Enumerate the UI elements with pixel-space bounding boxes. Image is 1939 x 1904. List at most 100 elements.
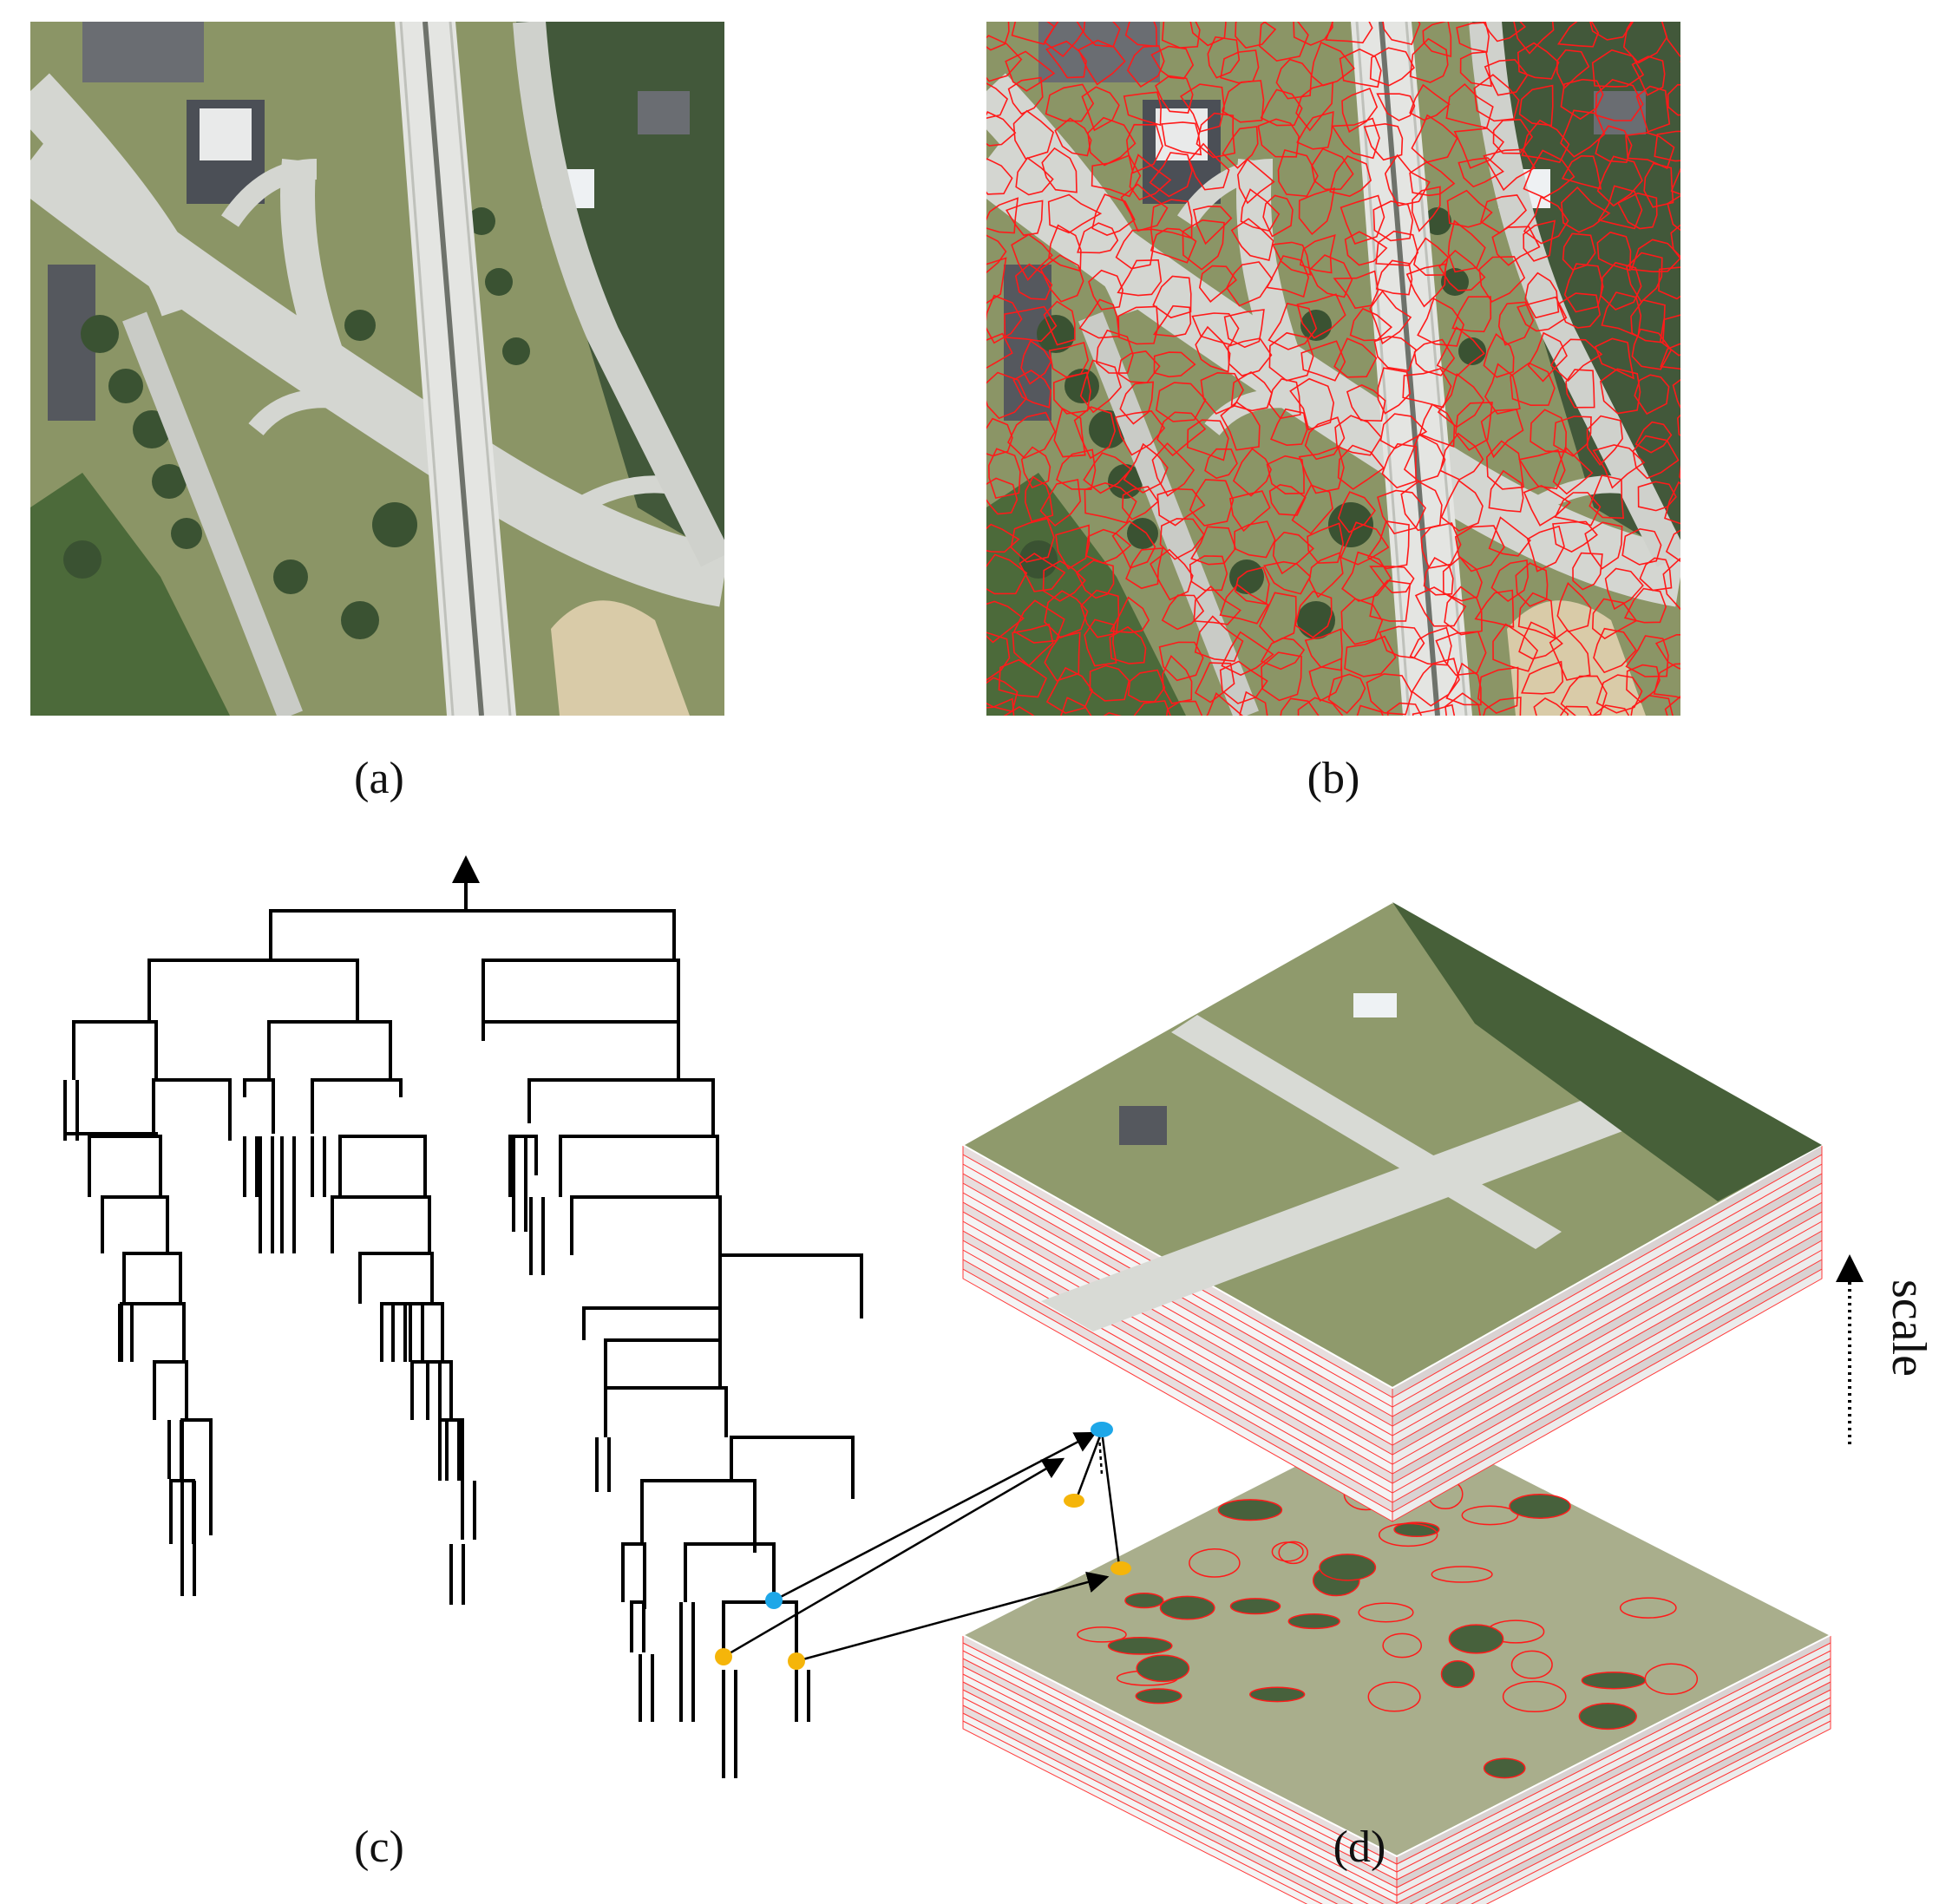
segment-region [1152,275,1192,319]
segment-region [1079,359,1122,414]
segment-region [1193,585,1241,625]
segment-region [1366,520,1410,570]
segment-region [1552,520,1598,553]
segment-region [1149,152,1193,198]
segment-region [1198,265,1237,303]
segment-region [1236,158,1275,205]
tree-bracket [718,1253,863,1318]
tree-bracket [481,1020,680,1080]
segment-region [1518,621,1563,660]
segment-region [1513,22,1555,55]
segment-region [986,677,1019,713]
segment-region [1423,557,1454,596]
segment-region [1179,83,1225,133]
segment-region [1447,219,1486,273]
segment-region [1011,22,1056,45]
segment-region [1114,410,1166,456]
segment-region [1409,626,1452,666]
segment-region [1594,337,1634,380]
segment-region [1459,51,1492,88]
segment-region [986,22,1010,51]
segment-region [1119,381,1155,425]
panel-label-c: (c) [354,1822,404,1872]
segment-region [1293,22,1333,46]
segment-region [1560,675,1608,716]
tree-bracket [604,1338,722,1388]
segment-region [1073,406,1117,460]
layer-node-child-1 [1064,1494,1084,1508]
segment-region [1664,481,1680,525]
segment-region [1526,525,1565,573]
segment-region [1658,266,1680,300]
segment-region [1643,162,1674,208]
segment-region [1012,370,1052,409]
segment-region [1654,130,1680,162]
panel-label-d: (d) [1333,1822,1386,1872]
segment-region [1340,194,1385,245]
segment-region [1221,80,1265,123]
segment-region [986,600,1025,644]
segment-region [986,477,1019,515]
segment-region [1190,526,1237,566]
segment-region [1653,663,1680,699]
segment-region [998,658,1047,698]
layer-segment [1124,1592,1164,1609]
segment-region [1482,22,1526,43]
segment-region [1516,42,1560,80]
segment-region [1007,411,1057,460]
segment-region [1239,690,1268,716]
segment-region [1665,529,1680,563]
segment-region [1630,299,1666,344]
segment-region [1020,446,1051,489]
segment-region [1366,673,1413,716]
segment-region [1304,628,1343,671]
segment-region [1600,368,1641,415]
segment-region [1189,22,1227,47]
segment-region [1595,674,1643,714]
segment-region [1560,109,1606,158]
segment-region [1632,435,1680,480]
segment-region [1386,702,1423,716]
layer-segment [1367,1681,1421,1712]
segment-region [1150,199,1193,239]
layer-segment [1135,1688,1182,1704]
segment-region [1635,85,1671,133]
segment-region [1194,662,1235,703]
segment-region [1161,22,1201,49]
segment-region [1078,298,1120,339]
segment-region [1621,527,1662,566]
segment-region [1572,552,1603,591]
segment-region [1188,142,1230,191]
segment-region [1413,338,1456,376]
segment-region [1329,155,1372,198]
segment-region [1670,167,1680,195]
tree-bracket [604,1386,728,1437]
tree-bracket [153,1360,188,1420]
segment-region [1044,590,1089,639]
segment-region [1369,47,1415,87]
segment-region [1339,48,1382,88]
tree-bracket [267,1020,392,1080]
segment-region [1189,555,1228,592]
segment-region [1298,446,1345,494]
segment-region [1337,491,1376,533]
segment-region [1595,79,1644,121]
tree-bracket [101,1195,169,1253]
segment-region [986,197,1019,234]
segment-region [1403,433,1446,483]
segment-region [1440,479,1484,532]
segment-region [1299,234,1336,274]
segment-region [1349,307,1393,342]
segment-boundaries [986,22,1680,716]
segment-region [1592,704,1630,716]
segment-region [986,257,1007,304]
segment-region [1268,484,1307,516]
segment-region [1377,367,1412,415]
segment-region [1473,74,1520,122]
tree-bracket [582,1306,722,1340]
segment-region [1004,305,1058,343]
tree-bracket [570,1195,722,1255]
segment-region [1533,697,1569,716]
segment-region [1109,596,1150,634]
